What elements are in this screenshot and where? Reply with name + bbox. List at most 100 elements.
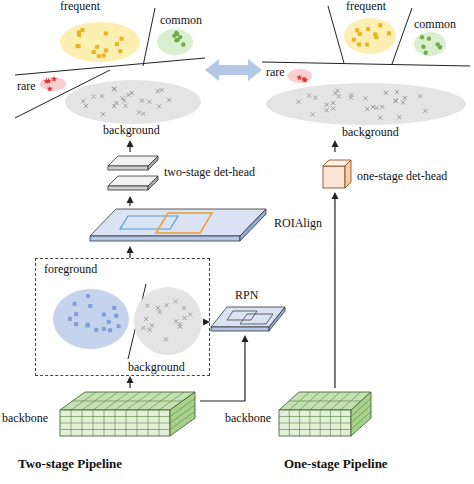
cluster-region — [266, 83, 466, 125]
sample-square — [104, 48, 108, 52]
arrow-head — [241, 335, 248, 342]
sample-cross — [333, 91, 337, 95]
cluster-region — [414, 32, 446, 56]
pipeline-caption: One-stage Pipeline — [284, 457, 388, 471]
connector — [127, 196, 134, 206]
sample-cross — [331, 106, 335, 110]
feature-map-side — [240, 209, 266, 241]
node-art — [36, 259, 211, 377]
connector — [127, 246, 134, 258]
sample-star — [296, 74, 302, 80]
sample-cross — [141, 326, 145, 330]
cluster-region — [157, 29, 193, 55]
connector — [205, 59, 262, 81]
sample-cross — [165, 303, 169, 307]
sample-dot — [174, 31, 178, 35]
sample-cross — [297, 100, 301, 104]
sample-cross — [126, 93, 130, 97]
sample-square — [108, 328, 112, 332]
sample-cross — [112, 87, 116, 91]
cluster-region — [65, 80, 201, 124]
sample-square — [102, 312, 106, 316]
proposal-box: foregroundbackground — [35, 258, 210, 376]
node-label: one-stage det-head — [357, 170, 447, 183]
decision-boundary — [262, 62, 470, 66]
sample-cross — [124, 104, 128, 108]
connector — [200, 335, 248, 401]
sample-dot — [421, 44, 425, 48]
sample-square — [73, 302, 77, 306]
sample-dot — [424, 51, 428, 55]
cube-front — [323, 166, 345, 188]
cluster-region — [60, 22, 140, 62]
sample-cross — [378, 116, 382, 120]
sample-cross — [384, 91, 388, 95]
backbone-block: backbone — [225, 388, 375, 448]
sample-cross — [114, 101, 118, 105]
sample-square — [74, 312, 78, 316]
sample-cross — [145, 304, 149, 308]
sample-square — [92, 50, 96, 54]
sample-square — [374, 35, 378, 39]
sample-square — [358, 32, 362, 36]
node-label: backbone — [2, 412, 48, 425]
sample-cross — [349, 96, 353, 100]
connector — [127, 140, 134, 152]
sample-cross — [397, 115, 401, 119]
sample-square — [94, 328, 98, 332]
arrow-line — [200, 342, 245, 401]
arrow-line — [129, 147, 130, 152]
sample-cross — [331, 101, 335, 105]
sample-cross — [113, 87, 117, 91]
node-label: common — [414, 18, 456, 31]
sample-square — [81, 28, 85, 32]
roi-align-layer: ROIAlign — [88, 206, 320, 246]
node-label: rare — [17, 80, 36, 93]
sample-cross — [137, 110, 141, 114]
arrow-line — [129, 383, 130, 388]
feature-map-side — [269, 307, 285, 331]
arrow-line — [203, 321, 205, 322]
arrow-head — [203, 319, 210, 326]
sample-square — [86, 323, 90, 327]
node-label: two-stage det-head — [164, 166, 255, 179]
sample-cross — [120, 96, 124, 100]
feature-space: frequentcommonrarebackground — [15, 0, 205, 140]
sample-dot — [427, 36, 431, 40]
pipeline-caption: Two-stage Pipeline — [18, 457, 122, 471]
sample-cross — [325, 103, 329, 107]
sample-cross — [403, 96, 407, 100]
node-label: common — [160, 14, 202, 27]
sample-cross — [141, 112, 145, 116]
sample-cross — [393, 98, 397, 102]
sample-square — [366, 27, 370, 31]
sample-dot — [178, 35, 182, 39]
cluster-region — [288, 69, 312, 83]
sample-square — [357, 42, 361, 46]
arrow-head — [331, 192, 338, 199]
double-arrow — [205, 59, 262, 81]
sample-square — [107, 320, 111, 324]
head-layer-edge — [108, 186, 148, 190]
sample-square — [112, 306, 116, 310]
sample-cross — [140, 99, 144, 103]
sample-cross — [307, 94, 311, 98]
sample-cross — [160, 88, 164, 92]
roi-box — [120, 216, 178, 229]
feature-map — [90, 209, 266, 236]
sample-cross — [174, 299, 178, 303]
sample-cross — [148, 328, 152, 332]
sample-cross — [156, 306, 160, 310]
sample-cross — [101, 112, 105, 116]
head-layer-side — [148, 156, 158, 170]
sample-cross — [313, 96, 317, 100]
sample-cross — [188, 313, 192, 317]
head-layer-side — [148, 176, 158, 190]
node-label: frequent — [60, 0, 100, 13]
sample-square — [95, 45, 99, 49]
sample-square — [68, 317, 72, 321]
sample-cross — [418, 94, 422, 98]
sample-square — [77, 44, 81, 48]
arrow-head — [127, 246, 134, 253]
sample-square — [378, 23, 382, 27]
